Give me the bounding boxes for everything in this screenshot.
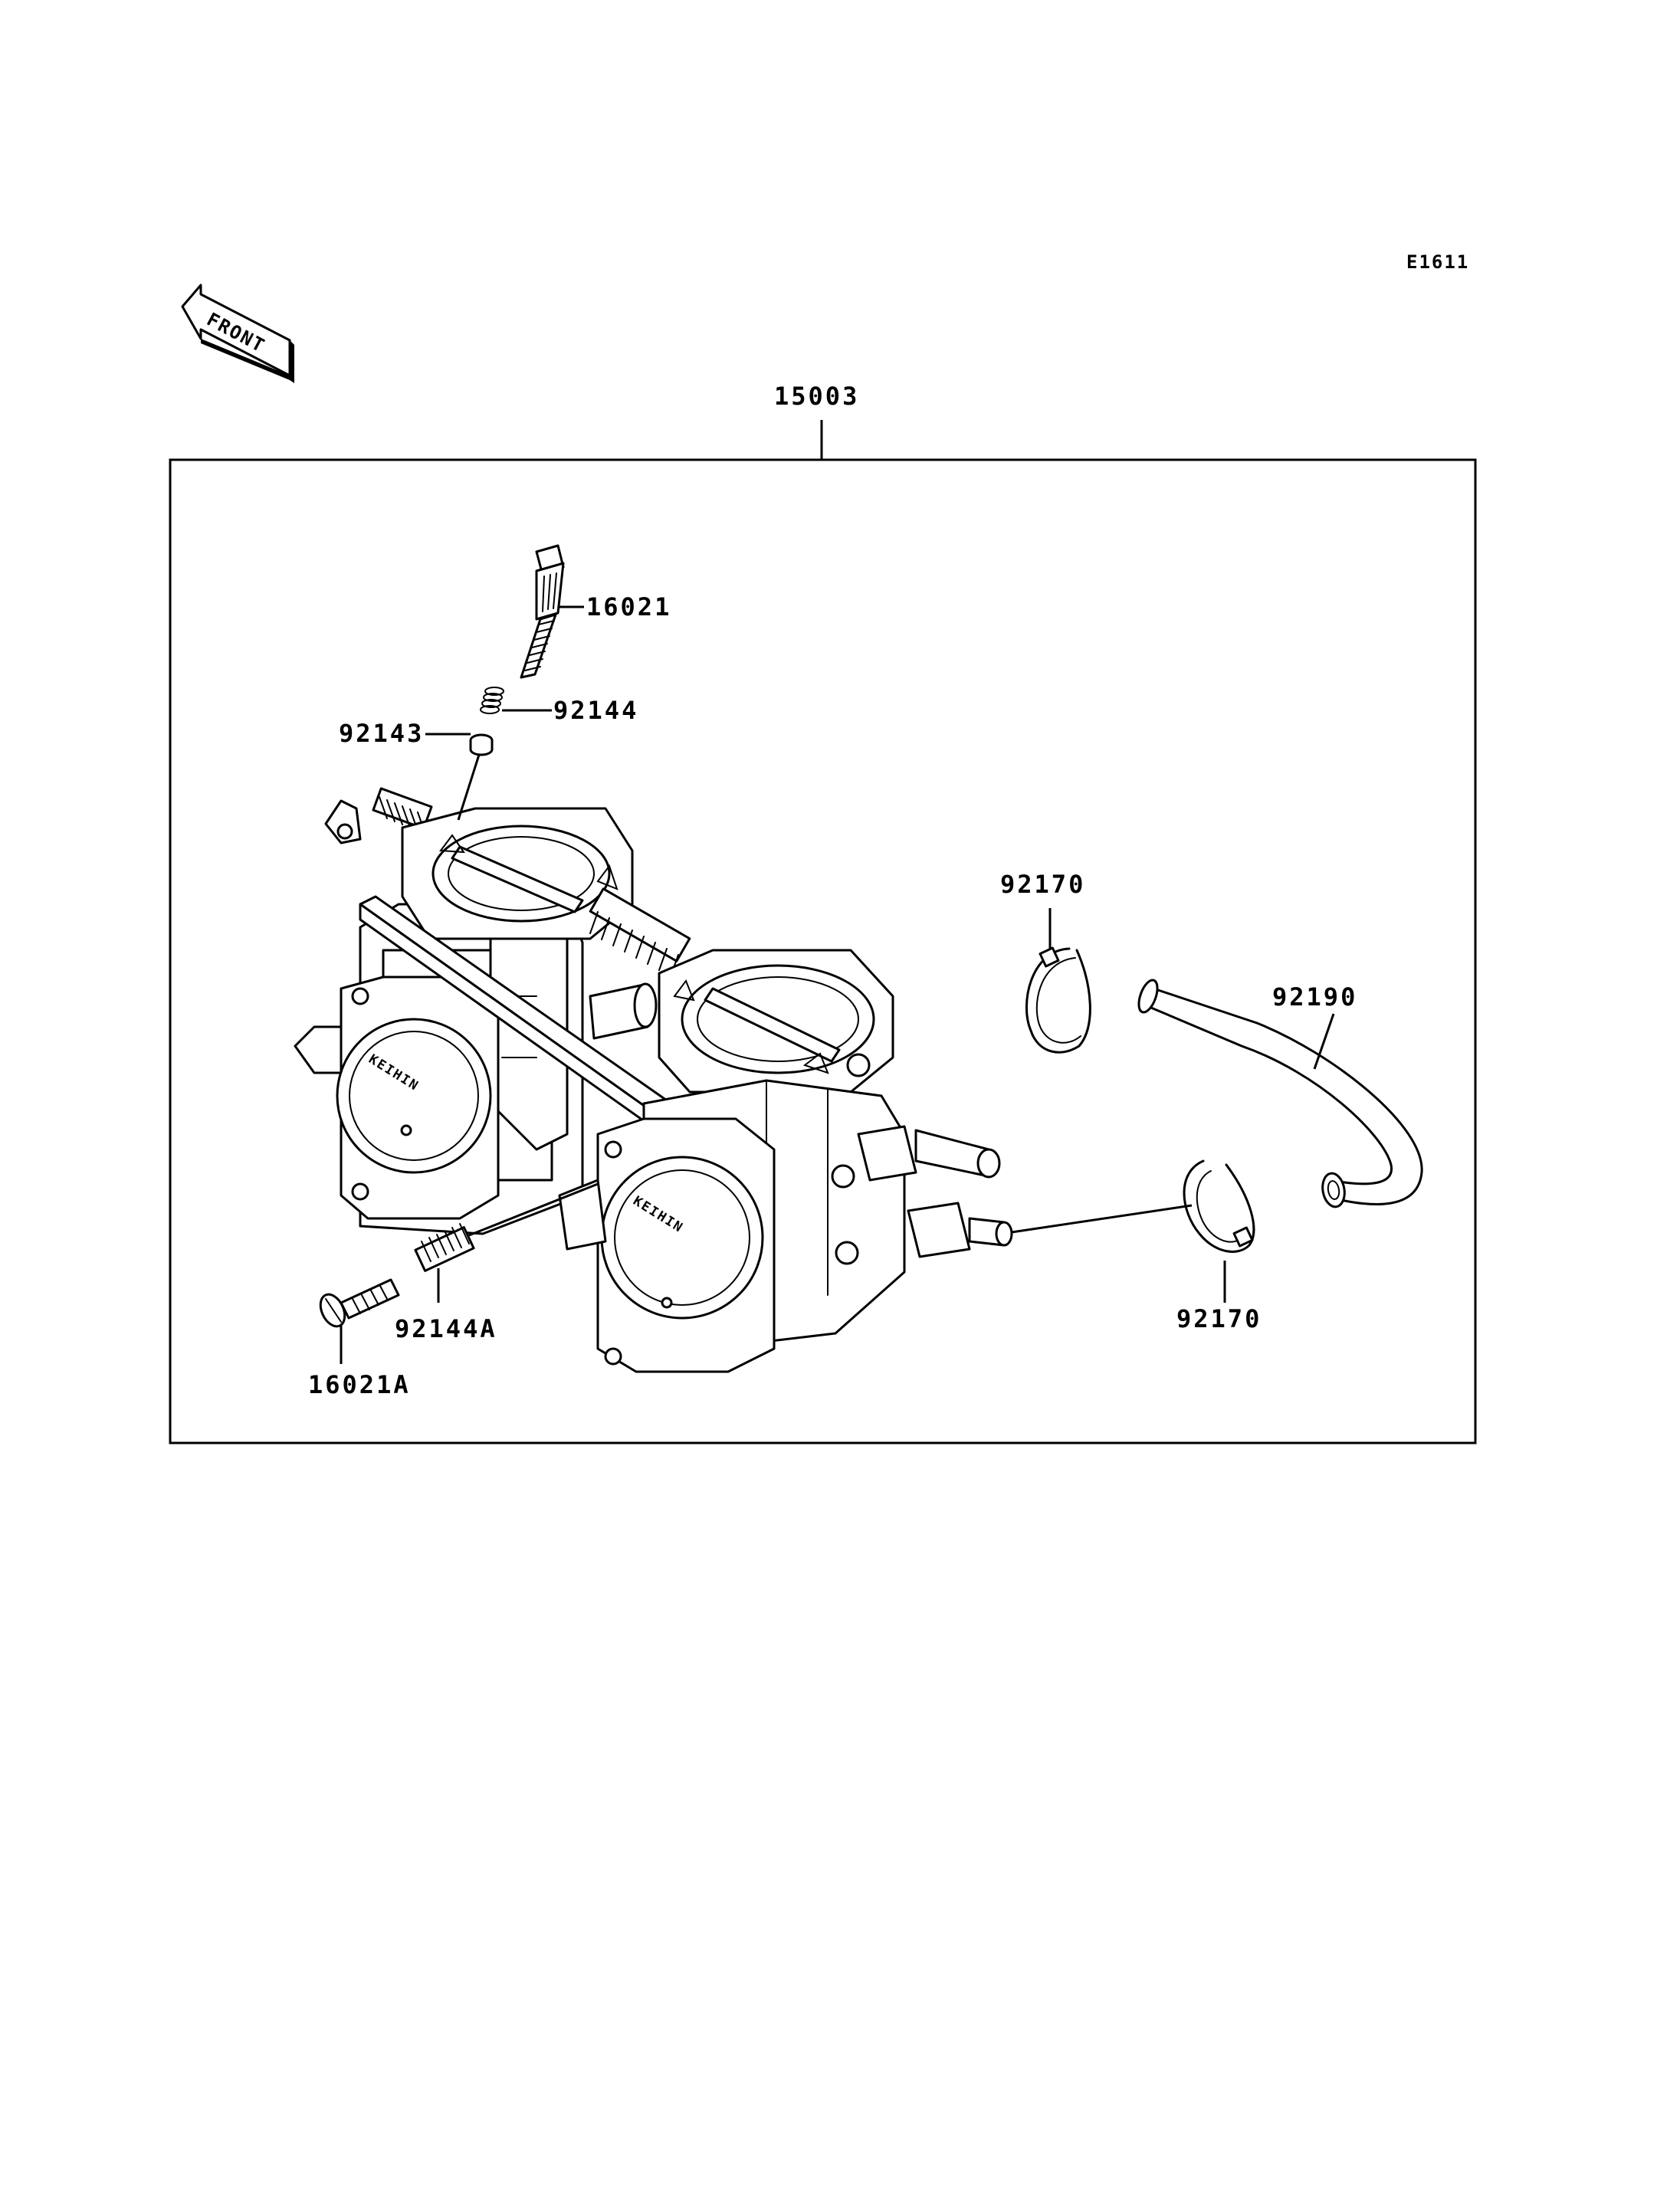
clamp-band-lower [1183,1159,1255,1253]
spring-top [480,687,504,714]
front-arrow-icon: FRONT [181,284,294,383]
leader-92170-hose [1011,1204,1193,1234]
callout-92170-upper: 92170 [1000,870,1085,899]
leader-washer-to-body [457,754,481,821]
pilot-screw-bottom [319,1278,400,1328]
vacuum-hose [1137,979,1423,1208]
clamp-band-upper [1025,946,1091,1054]
pilot-screw-top [520,544,565,679]
callout-92143: 92143 [339,719,424,748]
callout-92170-lower: 92170 [1176,1304,1262,1333]
callout-92144: 92144 [553,696,638,725]
leader-92190 [1313,1013,1335,1070]
spring-bottom [414,1223,475,1272]
carburetor-assembly: KEIHIN [294,787,1013,1373]
callout-16021A: 16021A [308,1370,411,1399]
callout-16021: 16021 [586,592,671,621]
washer [469,733,494,756]
callout-15003: 15003 [774,382,859,411]
leader-92144A-to-body [468,1182,599,1237]
assembly-frame [169,458,1477,1444]
callout-92144A: 92144A [395,1314,497,1343]
callout-92190: 92190 [1272,982,1357,1012]
diagram-code: E1611 [1406,251,1469,273]
